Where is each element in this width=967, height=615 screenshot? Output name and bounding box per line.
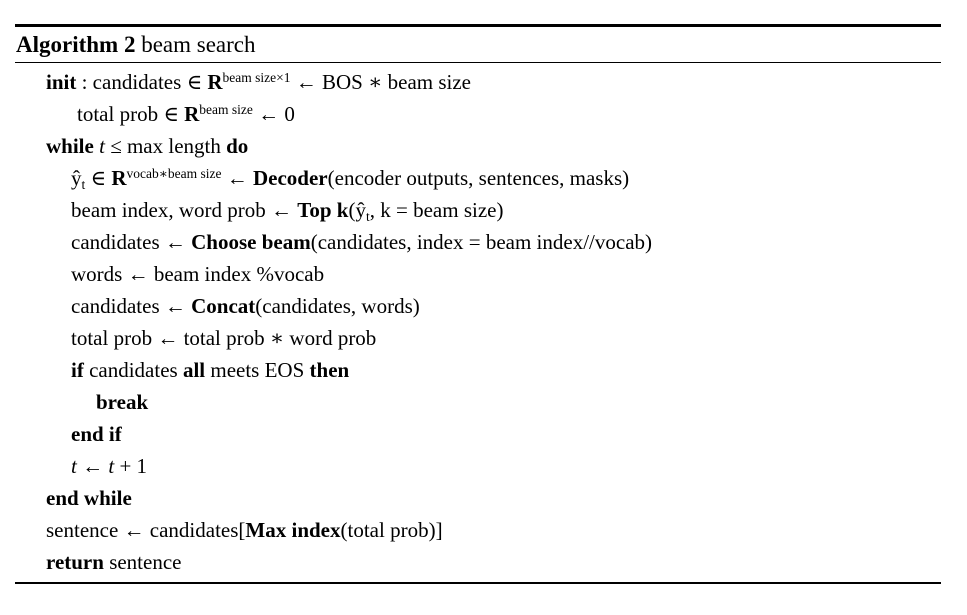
text-segment: ∈: [186, 70, 208, 94]
text-segment: sentence ← candidates[: [46, 518, 246, 542]
text-segment: break: [96, 390, 149, 414]
algorithm-title-text: beam search: [141, 32, 256, 57]
algorithm-line: end while: [15, 482, 941, 514]
algorithm-top-rule: [15, 24, 941, 27]
text-segment: Max index: [245, 518, 341, 542]
algorithm-bottom-rule: [15, 582, 941, 584]
text-segment: (: [348, 198, 356, 222]
text-segment: sentence: [109, 550, 182, 574]
text-segment: candidates ←: [71, 230, 192, 254]
text-segment: t: [81, 176, 86, 192]
text-segment: total prob ← total prob ∗ word prob: [71, 326, 377, 350]
text-segment: ∈: [85, 166, 112, 190]
text-segment: while: [46, 134, 100, 158]
text-segment: beam size: [199, 101, 253, 117]
algorithm-number-label: Algorithm 2: [16, 32, 136, 57]
algorithm-line: beam index, word prob ← Top k(ŷt, k = be…: [15, 194, 941, 226]
text-segment: end if: [71, 422, 122, 446]
text-segment: Top k: [297, 198, 349, 222]
text-segment: , k = beam size): [369, 198, 504, 222]
text-segment: ←: [76, 454, 109, 478]
text-segment: t: [365, 208, 370, 224]
text-segment: ← 0: [252, 102, 295, 126]
text-segment: ŷ: [71, 166, 82, 190]
text-segment: words ← beam index %vocab: [71, 262, 325, 286]
algorithm-body: init : candidates ∈ Rbeam size×1 ← BOS ∗…: [15, 63, 941, 582]
text-segment: (encoder outputs, sentences, masks): [327, 166, 630, 190]
text-segment: t: [99, 134, 105, 158]
algorithm-line: end if: [15, 418, 941, 450]
text-segment: beam size×1: [222, 69, 291, 85]
algorithm-line: candidates ← Concat(candidates, words): [15, 290, 941, 322]
algorithm-block: Algorithm 2 beam search init : candidate…: [15, 24, 941, 584]
algorithm-line: ŷt ∈ Rvocab∗beam size ← Decoder(encoder …: [15, 162, 941, 194]
text-segment: if: [71, 358, 90, 382]
text-segment: meets EOS: [205, 358, 310, 382]
text-segment: (candidates, words): [255, 294, 420, 318]
text-segment: total prob: [77, 102, 164, 126]
text-segment: ∈: [163, 102, 185, 126]
text-segment: Decoder: [253, 166, 328, 190]
algorithm-caption-rule: [15, 62, 941, 63]
text-segment: ŷ: [355, 198, 366, 222]
text-segment: init: [46, 70, 77, 94]
text-segment: do: [226, 134, 249, 158]
text-segment: R: [207, 70, 223, 94]
text-segment: Concat: [191, 294, 256, 318]
algorithm-line: t ← t + 1: [15, 450, 941, 482]
algorithm-line: total prob ← total prob ∗ word prob: [15, 322, 941, 354]
text-segment: all: [182, 358, 206, 382]
text-segment: beam index, word prob ←: [71, 198, 298, 222]
algorithm-caption: Algorithm 2 beam search: [15, 27, 941, 62]
text-segment: t: [71, 454, 77, 478]
text-segment: vocab∗beam size: [126, 165, 222, 181]
text-segment: R: [184, 102, 200, 126]
algorithm-line: return sentence: [15, 546, 941, 578]
algorithm-line: sentence ← candidates[Max index(total pr…: [15, 514, 941, 546]
text-segment: return: [46, 550, 110, 574]
algorithm-line: candidates ← Choose beam(candidates, ind…: [15, 226, 941, 258]
text-segment: ← BOS ∗ beam size: [290, 70, 471, 94]
algorithm-line: while t ≤ max length do: [15, 130, 941, 162]
text-segment: t: [108, 454, 115, 478]
text-segment: then: [309, 358, 350, 382]
text-segment: : candidates: [76, 70, 187, 94]
text-segment: end while: [46, 486, 132, 510]
text-segment: (candidates, index = beam index//vocab): [310, 230, 653, 254]
algorithm-line: total prob ∈ Rbeam size ← 0: [15, 98, 941, 130]
text-segment: R: [111, 166, 127, 190]
text-segment: (total prob)]: [340, 518, 443, 542]
text-segment: ←: [221, 166, 253, 190]
text-segment: candidates: [89, 358, 183, 382]
algorithm-line: init : candidates ∈ Rbeam size×1 ← BOS ∗…: [15, 66, 941, 98]
text-segment: ≤ max length: [104, 134, 227, 158]
algorithm-line: words ← beam index %vocab: [15, 258, 941, 290]
algorithm-line: break: [15, 386, 941, 418]
algorithm-line: if candidates all meets EOS then: [15, 354, 941, 386]
text-segment: Choose beam: [191, 230, 311, 254]
text-segment: + 1: [114, 454, 148, 478]
text-segment: candidates ←: [71, 294, 192, 318]
